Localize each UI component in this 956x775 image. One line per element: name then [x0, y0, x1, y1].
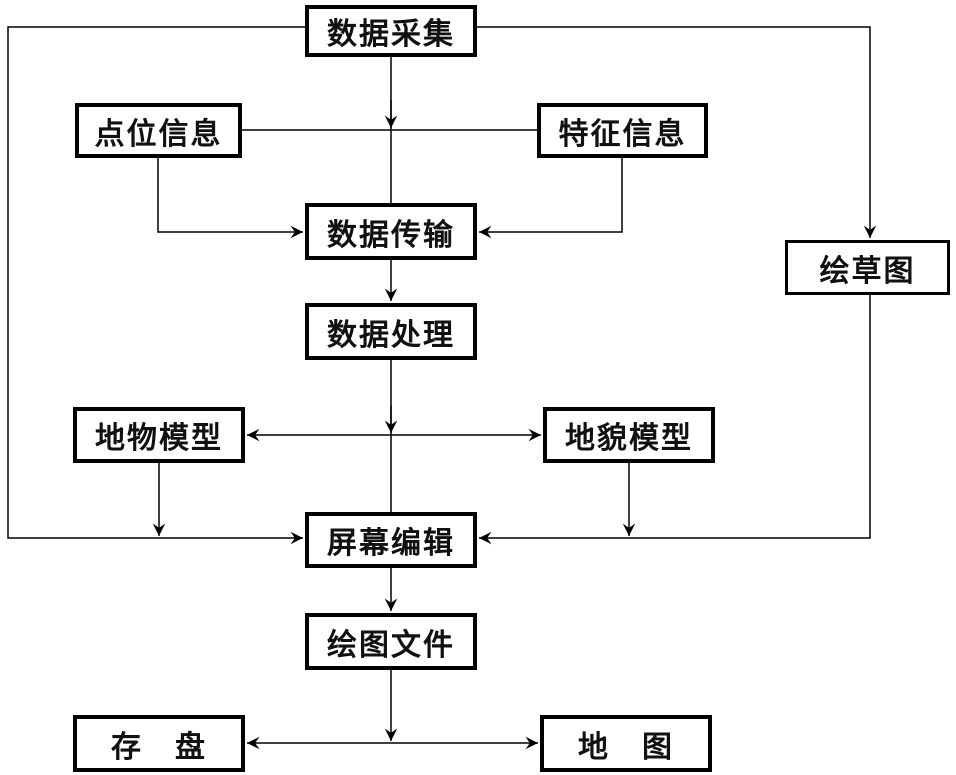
node-data-collection-label: 数据采集	[327, 17, 455, 52]
node-data-transmission: 数据传输	[305, 203, 477, 260]
node-save-disk: 存 盘	[73, 715, 245, 772]
node-screen-editing: 屏幕编辑	[305, 512, 477, 568]
node-map-label: 地 图	[578, 729, 674, 765]
node-sketch-drawing-label: 绘草图	[819, 253, 916, 289]
connector-right-rail-bottom	[479, 295, 871, 545]
node-landform-model: 地貌模型	[543, 407, 715, 463]
connector-left-rail	[7, 26, 305, 545]
node-data-collection: 数据采集	[305, 5, 477, 57]
node-map: 地 图	[540, 715, 712, 772]
node-data-processing-label: 数据处理	[327, 317, 455, 353]
node-ground-object-model: 地物模型	[73, 407, 245, 463]
node-feature-info-label: 特征信息	[558, 116, 687, 152]
connector-right-rail-top	[477, 26, 877, 238]
node-point-info-label: 点位信息	[94, 116, 223, 152]
node-screen-editing-label: 屏幕编辑	[327, 526, 455, 561]
node-landform-model-label: 地貌模型	[565, 421, 693, 456]
connector-pointinfo-to-transmission	[157, 158, 303, 239]
node-feature-info: 特征信息	[537, 103, 708, 158]
node-point-info: 点位信息	[75, 103, 242, 158]
node-drawing-file-label: 绘图文件	[327, 627, 455, 663]
node-data-transmission-label: 数据传输	[327, 217, 455, 253]
node-ground-object-model-label: 地物模型	[95, 421, 223, 456]
connector-featureinfo-to-transmission	[479, 158, 623, 239]
node-data-processing: 数据处理	[305, 303, 477, 360]
node-save-disk-label: 存 盘	[111, 729, 207, 765]
node-sketch-drawing: 绘草图	[785, 240, 950, 295]
node-drawing-file: 绘图文件	[305, 613, 477, 670]
